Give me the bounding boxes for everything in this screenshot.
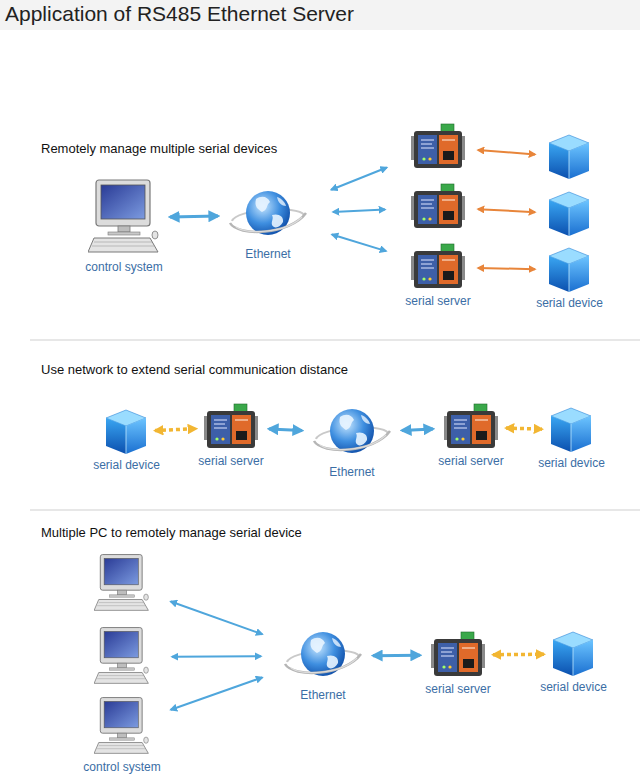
ethernet-globe: Ethernet	[228, 185, 308, 261]
section-divider	[30, 340, 640, 341]
serial-server-icon: serial server	[423, 630, 493, 696]
computer-icon: control system	[81, 696, 163, 774]
computer-icon	[94, 553, 150, 617]
link-arrow	[506, 428, 542, 429]
serial-device-cube: serial device	[534, 246, 605, 310]
node-caption: serial server	[423, 682, 493, 696]
serial-device-cube-art	[547, 190, 591, 238]
node-caption: serial server	[196, 454, 266, 468]
serial-device-cube-art	[547, 133, 591, 181]
section-divider	[30, 510, 640, 511]
link-arrow	[331, 167, 387, 189]
serial-device-cube: serial device	[538, 630, 609, 694]
serial-server-icon	[410, 182, 466, 234]
serial-server-icon-art	[203, 402, 259, 452]
serial-server-icon-art	[410, 182, 466, 232]
node-caption: serial device	[538, 680, 609, 694]
serial-server-icon: serial server	[436, 402, 506, 468]
node-caption: control system	[81, 760, 163, 774]
serial-device-cube-art	[104, 408, 148, 456]
serial-server-icon	[410, 122, 466, 174]
section-heading: Remotely manage multiple serial devices	[41, 141, 277, 156]
link-arrow	[493, 653, 544, 657]
link-arrow	[332, 235, 386, 252]
serial-server-icon: serial server	[196, 402, 266, 468]
serial-device-cube: serial device	[536, 406, 607, 470]
title-band	[0, 0, 640, 30]
serial-server-icon-art	[443, 402, 499, 452]
section-heading: Multiple PC to remotely manage serial de…	[41, 525, 302, 540]
page-title: Application of RS485 Ethernet Server	[5, 2, 354, 26]
node-caption: serial device	[534, 296, 605, 310]
serial-server-icon-art	[430, 630, 486, 680]
link-arrow	[478, 150, 535, 154]
ethernet-globe-art	[312, 403, 392, 463]
link-arrow	[269, 429, 302, 431]
section-heading: Use network to extend serial communicati…	[41, 362, 348, 377]
ethernet-globe: Ethernet	[312, 403, 392, 479]
serial-device-cube: serial device	[91, 408, 162, 472]
serial-device-cube-art	[551, 630, 595, 678]
serial-server-icon-art	[410, 242, 466, 292]
ethernet-globe-art	[228, 185, 308, 245]
serial-device-cube-art	[547, 246, 591, 294]
serial-device-cube	[547, 133, 591, 183]
link-arrow	[402, 429, 433, 431]
node-caption: serial device	[91, 458, 162, 472]
serial-server-icon: serial server	[403, 242, 473, 308]
link-arrow	[373, 654, 420, 657]
computer-icon-art	[94, 696, 150, 758]
ethernet-globe: Ethernet	[283, 626, 363, 702]
node-caption: Ethernet	[312, 465, 392, 479]
ethernet-globe-art	[283, 626, 363, 686]
serial-server-icon-art	[410, 122, 466, 172]
serial-device-cube	[547, 190, 591, 240]
node-caption: control system	[83, 260, 165, 274]
serial-device-cube-art	[549, 406, 593, 454]
node-caption: serial device	[536, 456, 607, 470]
node-caption: Ethernet	[283, 688, 363, 702]
node-caption: serial server	[436, 454, 506, 468]
link-arrow	[155, 429, 196, 431]
link-arrow	[170, 216, 218, 217]
link-arrow	[171, 677, 263, 709]
computer-icon-art	[88, 178, 160, 258]
computer-icon: control system	[83, 178, 165, 274]
link-arrow	[478, 209, 535, 212]
computer-icon	[94, 626, 150, 690]
link-arrow	[172, 655, 261, 657]
node-caption: Ethernet	[228, 247, 308, 261]
node-caption: serial server	[403, 294, 473, 308]
computer-icon-art	[94, 626, 150, 688]
computer-icon-art	[94, 553, 150, 615]
link-arrow	[171, 601, 263, 634]
link-arrow	[333, 209, 385, 211]
link-arrow	[478, 268, 535, 269]
